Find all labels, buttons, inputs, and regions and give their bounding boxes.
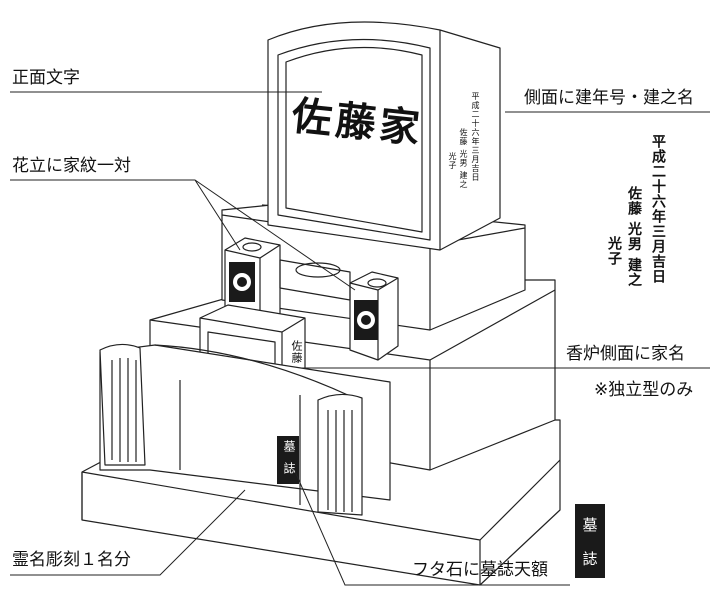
label-lid-stone: フタ石に墓誌天額 xyxy=(412,560,548,580)
right-pillar xyxy=(317,393,363,516)
label-incense-side: 香炉側面に家名 xyxy=(566,344,685,364)
legend-name-line2: 光子 xyxy=(606,236,622,266)
plaque-char-2: 誌 xyxy=(582,550,598,568)
bosi-plaque-detail: 墓 誌 xyxy=(575,504,605,578)
lid-stone-plaque xyxy=(277,436,299,484)
leader-flower-vase xyxy=(10,179,356,291)
label-standalone-note: ※独立型のみ xyxy=(594,380,694,400)
label-spirit-name: 霊名彫刻１名分 xyxy=(12,550,131,570)
side-date-inscription: 平成二十六年三月吉日 xyxy=(471,92,480,182)
label-flower-vase: 花立に家紋一対 xyxy=(12,156,131,176)
incense-family-name: 佐藤 xyxy=(290,340,303,364)
left-pillar xyxy=(99,343,146,466)
bosi-plaque-char2: 誌 xyxy=(282,462,296,475)
legend-date: 平成二十六年三月吉日 xyxy=(650,134,666,284)
side-name2-inscription: 光子 xyxy=(448,152,457,170)
leader-lid-stone xyxy=(289,459,570,586)
legend-name-line1: 佐藤 光男 建之 xyxy=(626,186,642,288)
side-name-inscription: 佐藤 光男 建之 xyxy=(459,128,468,190)
label-side-text: 側面に建年号・建之名 xyxy=(524,88,694,108)
leader-spirit-name xyxy=(10,489,246,576)
bosi-plaque-char1: 墓 xyxy=(282,440,296,453)
upright-stone xyxy=(267,21,501,251)
label-front-text: 正面文字 xyxy=(12,68,80,88)
plaque-char-1: 墓 xyxy=(582,516,598,534)
